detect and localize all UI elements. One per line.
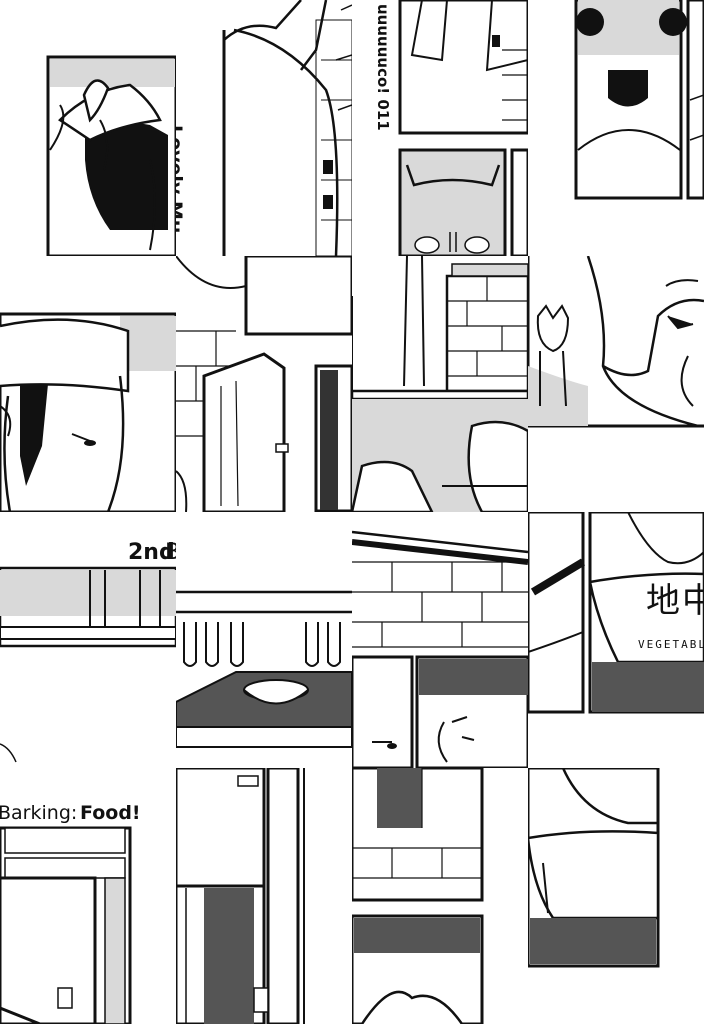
tile-hatched-panels (352, 768, 528, 1024)
tile-man-profile (0, 256, 176, 512)
chapter-fragment-text: 2nd (128, 540, 175, 565)
tile-chef-jacket: Lovely Mu (176, 0, 352, 256)
tile-title-cabinet: Barking: Food! (0, 768, 176, 1024)
tile-oven-rack-bowl (176, 512, 352, 768)
chapter-fragment-tail: B (165, 540, 176, 565)
tile-cabinet-hinge (176, 768, 352, 1024)
tile-oven-door-open (176, 256, 352, 512)
tile-headband-knot (0, 0, 176, 256)
bowl-label-text: VEGETABLE (638, 638, 704, 651)
title-prefix-text: Barking: (0, 802, 78, 824)
series-credit-text: Lovely Mu (176, 125, 186, 234)
page-label-text: uuuuuuco! 011 (374, 4, 392, 131)
tile-brick-wall-eyes (352, 512, 528, 768)
tile-panels-cat: uuuuuuco! 011 (352, 0, 528, 256)
tile-dog-face-closeup (528, 0, 704, 256)
tile-shiba-dog-window (528, 256, 704, 512)
title-emphasis-text: Food! (80, 802, 141, 824)
tile-kitchen-hands (352, 256, 528, 512)
tile-vegetable-bowl: 地中 VEGETABLE (528, 512, 704, 768)
tile-header-shelf: 2nd B (0, 512, 176, 768)
tile-bowl-closeup (528, 768, 704, 1024)
bowl-kanji-text: 地中 (646, 581, 704, 621)
